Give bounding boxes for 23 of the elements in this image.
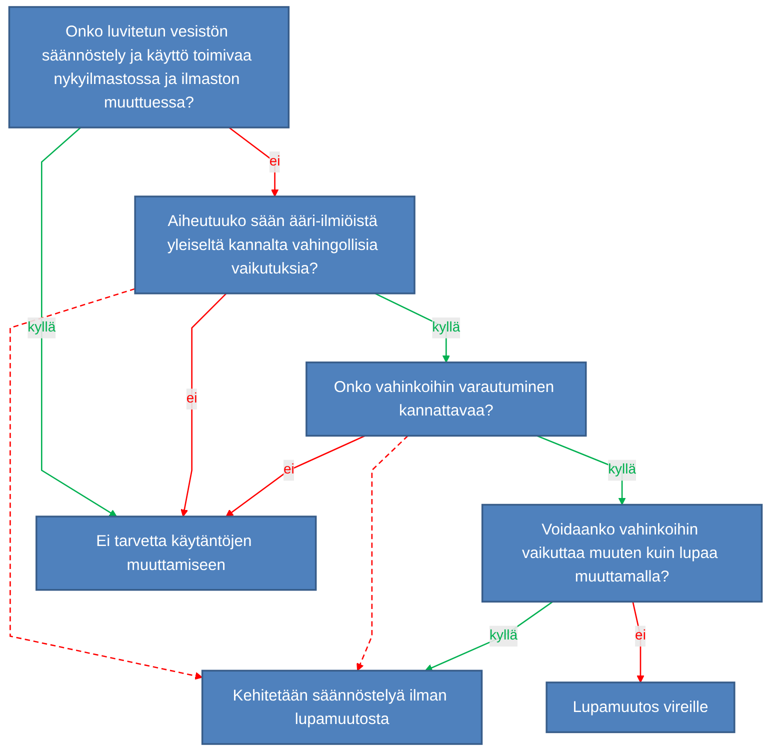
arrow	[632, 602, 644, 683]
edge-label: ei	[284, 462, 294, 478]
arrow	[10, 288, 203, 680]
edge-label: kyllä	[490, 628, 518, 644]
edge-label: kyllä	[432, 320, 460, 335]
node-box: Voidaanko vahinkoihin vaikuttaa muuten kuin lupaa muuttamalla?	[481, 504, 763, 603]
edge-label: ei	[269, 154, 280, 169]
edge-label: ei	[186, 391, 198, 406]
arrow	[180, 292, 227, 517]
arrow	[41, 127, 118, 517]
edge-label: ei	[635, 628, 646, 644]
node-box: Onko luvitetun vesistön säännöstely ja käyttö toimivaa nykyilmastossa ja ilmaston muuttuessa?	[8, 6, 290, 128]
node-box: Lupamuutos vireille	[546, 682, 736, 734]
node-box: Aiheutuuko sään ääri-ilmiöistä yleiseltä kannalta vahingollisia vaikutuksia?	[134, 196, 416, 294]
arrow	[228, 126, 279, 197]
arrow	[356, 435, 408, 671]
edge-label: kyllä	[608, 462, 636, 478]
arrow	[226, 435, 366, 517]
arrow	[424, 601, 554, 672]
node-box: Ei tarvetta käytäntöjen muuttamiseen	[36, 516, 317, 591]
node-box: Onko vahinkoihin varautuminen kannattavaa?	[306, 362, 587, 437]
node-box: Kehitetään säännöstelyä ilman lupamuutosta	[201, 670, 483, 745]
edge-label: kyllä	[28, 320, 56, 335]
